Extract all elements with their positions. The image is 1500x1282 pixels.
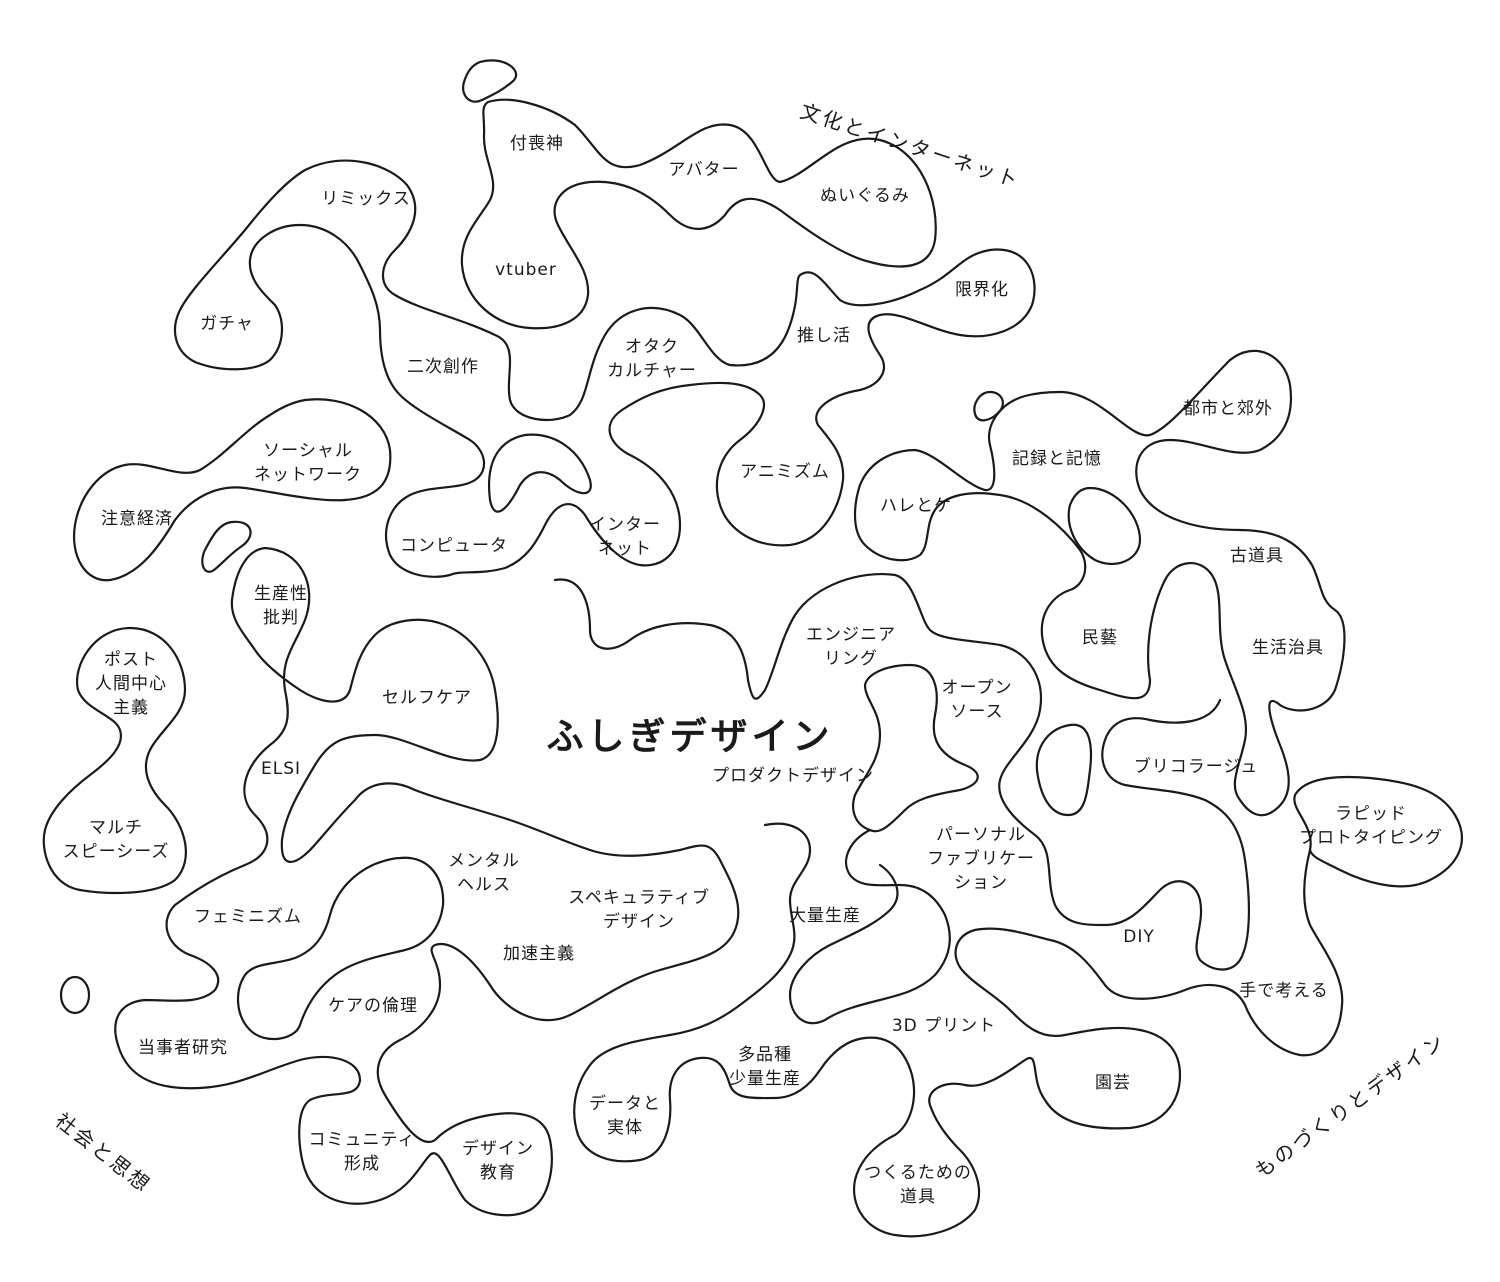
- node-tojisha[interactable]: 当事者研究: [138, 1038, 228, 1058]
- blob-product-engineering: [553, 573, 1251, 971]
- blob-hare-ke-toshi: [853, 349, 1346, 817]
- node-attention-economy[interactable]: 注意経済: [101, 509, 173, 529]
- node-tools-for-making[interactable]: つくるための 道具: [864, 1163, 972, 1207]
- node-avatar[interactable]: アバター: [668, 160, 740, 180]
- node-3d-print[interactable]: 3D プリント: [891, 1016, 997, 1036]
- node-remix[interactable]: リミックス: [321, 189, 411, 209]
- node-animism[interactable]: アニミズム: [740, 462, 830, 482]
- small-blob-inner-arch: [487, 433, 592, 513]
- node-mass-production[interactable]: 大量生産: [789, 906, 861, 926]
- node-accelerationism[interactable]: 加速主義: [503, 944, 575, 964]
- small-blob-right: [973, 390, 1004, 422]
- node-engei[interactable]: 園芸: [1095, 1073, 1131, 1093]
- node-feminism[interactable]: フェミニズム: [194, 907, 302, 927]
- blob-kiroku-inner: [1067, 486, 1142, 565]
- node-nuigurumi[interactable]: ぬいぐるみ: [820, 186, 910, 206]
- node-multispecies[interactable]: マルチ スピーシーズ: [62, 818, 170, 862]
- node-diy[interactable]: DIY: [1123, 927, 1155, 947]
- node-gacha[interactable]: ガチャ: [200, 314, 254, 334]
- node-genkaika[interactable]: 限界化: [955, 280, 1009, 300]
- node-seikatsu-jigu[interactable]: 生活治具: [1252, 638, 1324, 658]
- blob-productivity-elsi: [114, 546, 740, 1217]
- node-self-care[interactable]: セルフケア: [382, 688, 472, 708]
- node-mental-health[interactable]: メンタル ヘルス: [448, 851, 520, 895]
- node-social-network[interactable]: ソーシャル ネットワーク: [254, 441, 362, 485]
- node-product-design[interactable]: プロダクトデザイン: [712, 766, 874, 786]
- node-mingei[interactable]: 民藝: [1082, 628, 1118, 648]
- blob-remix-gacha: [173, 159, 1036, 578]
- node-toshi-kougai[interactable]: 都市と郊外: [1183, 399, 1273, 419]
- node-tahinshu[interactable]: 多品種 少量生産: [729, 1045, 801, 1089]
- blob-open-source: [852, 663, 979, 833]
- blob-post-multispecies: [42, 626, 187, 895]
- node-design-education[interactable]: デザイン 教育: [462, 1139, 534, 1183]
- blob-rapid-proto: [1293, 775, 1463, 888]
- node-data-jittai[interactable]: データと 実体: [589, 1094, 661, 1138]
- blob-diy-inner: [1035, 723, 1093, 817]
- node-think-by-hand[interactable]: 手で考える: [1239, 981, 1329, 1001]
- node-vtuber[interactable]: vtuber: [495, 260, 557, 280]
- blob-feminism-care: [236, 856, 445, 1041]
- node-speculative-design[interactable]: スペキュラティブ デザイン: [568, 888, 710, 932]
- node-elsi[interactable]: ELSI: [260, 759, 302, 779]
- blob-speculative-mass: [573, 822, 1344, 1238]
- node-community[interactable]: コミュニティ 形成: [308, 1130, 416, 1174]
- center-title: ふしぎデザイン: [546, 715, 834, 758]
- node-furudougu[interactable]: 古道具: [1230, 546, 1284, 566]
- node-ethics-of-care[interactable]: ケアの倫理: [328, 996, 418, 1016]
- node-personal-fabrication[interactable]: パーソナル ファブリケー ション: [927, 825, 1035, 893]
- node-tsukumogami[interactable]: 付喪神: [510, 134, 564, 154]
- small-blob-top: [462, 59, 518, 103]
- node-productivity-critique[interactable]: 生産性 批判: [254, 584, 308, 628]
- node-internet[interactable]: インター ネット: [589, 515, 661, 559]
- node-niji-sousaku[interactable]: 二次創作: [407, 357, 479, 377]
- blob-personal-fab: [788, 828, 951, 1025]
- node-rapid-prototyping[interactable]: ラピッド プロトタイピング: [1299, 804, 1443, 848]
- small-blob-left: [201, 520, 252, 573]
- node-computer[interactable]: コンピュータ: [400, 536, 508, 556]
- blob-social-network: [72, 398, 392, 582]
- node-kiroku-kioku[interactable]: 記録と記憶: [1012, 449, 1102, 469]
- blob-tsukumogami: [460, 98, 937, 330]
- small-blob-bottom-left: [59, 975, 91, 1015]
- node-post-human[interactable]: ポスト 人間中心 主義: [95, 650, 167, 718]
- node-oshikatsu[interactable]: 推し活: [797, 326, 851, 346]
- node-otaku-culture[interactable]: オタク カルチャー: [607, 337, 697, 381]
- node-hare-ke[interactable]: ハレとケ: [880, 496, 952, 516]
- node-open-source[interactable]: オープン ソース: [941, 678, 1013, 722]
- node-bricolage[interactable]: ブリコラージュ: [1133, 757, 1259, 777]
- node-engineering[interactable]: エンジニア リング: [806, 625, 896, 669]
